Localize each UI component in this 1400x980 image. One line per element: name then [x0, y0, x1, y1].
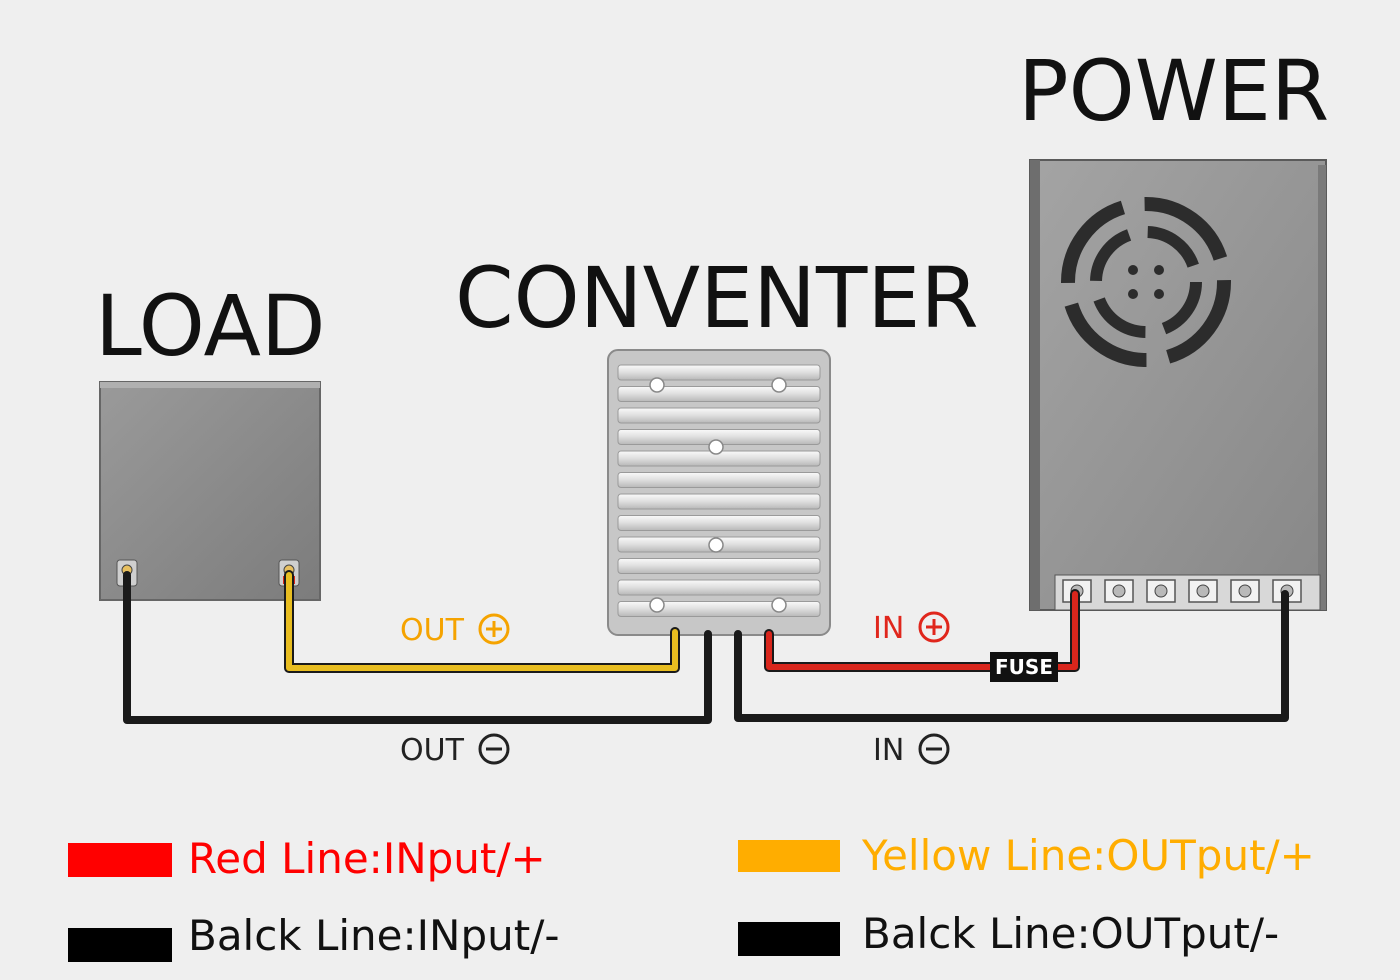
fan-grille-icon: [1061, 197, 1231, 367]
legend-item-red: Red Line:INput/+: [68, 834, 546, 883]
heatsink-fin: [617, 579, 821, 596]
circled-minus-icon: [478, 733, 510, 765]
in-minus-text: IN: [873, 733, 904, 768]
power-title: POWER: [1018, 42, 1329, 140]
power-terminal-block: [1054, 574, 1321, 611]
load-device: [99, 381, 321, 601]
heatsink-fin: [617, 558, 821, 574]
black-output-negative-wire: [123, 571, 712, 724]
fuse-label: FUSE: [995, 655, 1053, 679]
heatsink-fin: [617, 386, 821, 402]
in-plus-label: IN: [873, 611, 950, 646]
legend-text-black-input: Balck Line:INput/-: [188, 911, 560, 960]
heatsink-fin: [617, 515, 821, 531]
circled-plus-icon: [918, 611, 950, 643]
converter-device: [607, 349, 831, 636]
in-plus-text: IN: [873, 611, 904, 646]
out-plus-label: OUT: [400, 613, 510, 648]
legend-text-red: Red Line:INput/+: [188, 834, 546, 883]
heatsink-fin: [617, 472, 821, 488]
black-input-negative-wire: [734, 590, 1289, 722]
in-minus-label: IN: [873, 733, 950, 768]
converter-title: CONVENTER: [455, 249, 979, 347]
heatsink-fin: [617, 364, 821, 381]
load-title: LOAD: [95, 277, 326, 375]
legend-swatch-red: [68, 843, 172, 877]
circled-plus-icon: [478, 613, 510, 645]
out-minus-text: OUT: [400, 733, 465, 768]
heatsink-fin: [617, 407, 821, 424]
out-plus-text: OUT: [400, 613, 465, 648]
legend-item-black-output: Balck Line:OUTput/-: [738, 909, 1279, 958]
circled-minus-icon: [918, 733, 950, 765]
legend-swatch-yellow: [738, 840, 840, 872]
legend-item-black-input: Balck Line:INput/-: [68, 911, 560, 962]
heatsink-fin: [617, 601, 821, 617]
legend-text-black-output: Balck Line:OUTput/-: [862, 909, 1279, 958]
heatsink-fin: [617, 493, 821, 510]
fuse: FUSE: [990, 652, 1058, 682]
converter-heatsink-fins: [617, 364, 821, 617]
legend-swatch-black-input: [68, 928, 172, 962]
legend-text-yellow: Yellow Line:OUTput/+: [861, 831, 1315, 880]
legend-item-yellow: Yellow Line:OUTput/+: [738, 831, 1315, 880]
power-supply: [1029, 159, 1327, 611]
legend-swatch-black-output: [738, 922, 840, 956]
out-minus-label: OUT: [400, 733, 510, 768]
legend: Red Line:INput/+ Yellow Line:OUTput/+ Ba…: [68, 831, 1315, 962]
